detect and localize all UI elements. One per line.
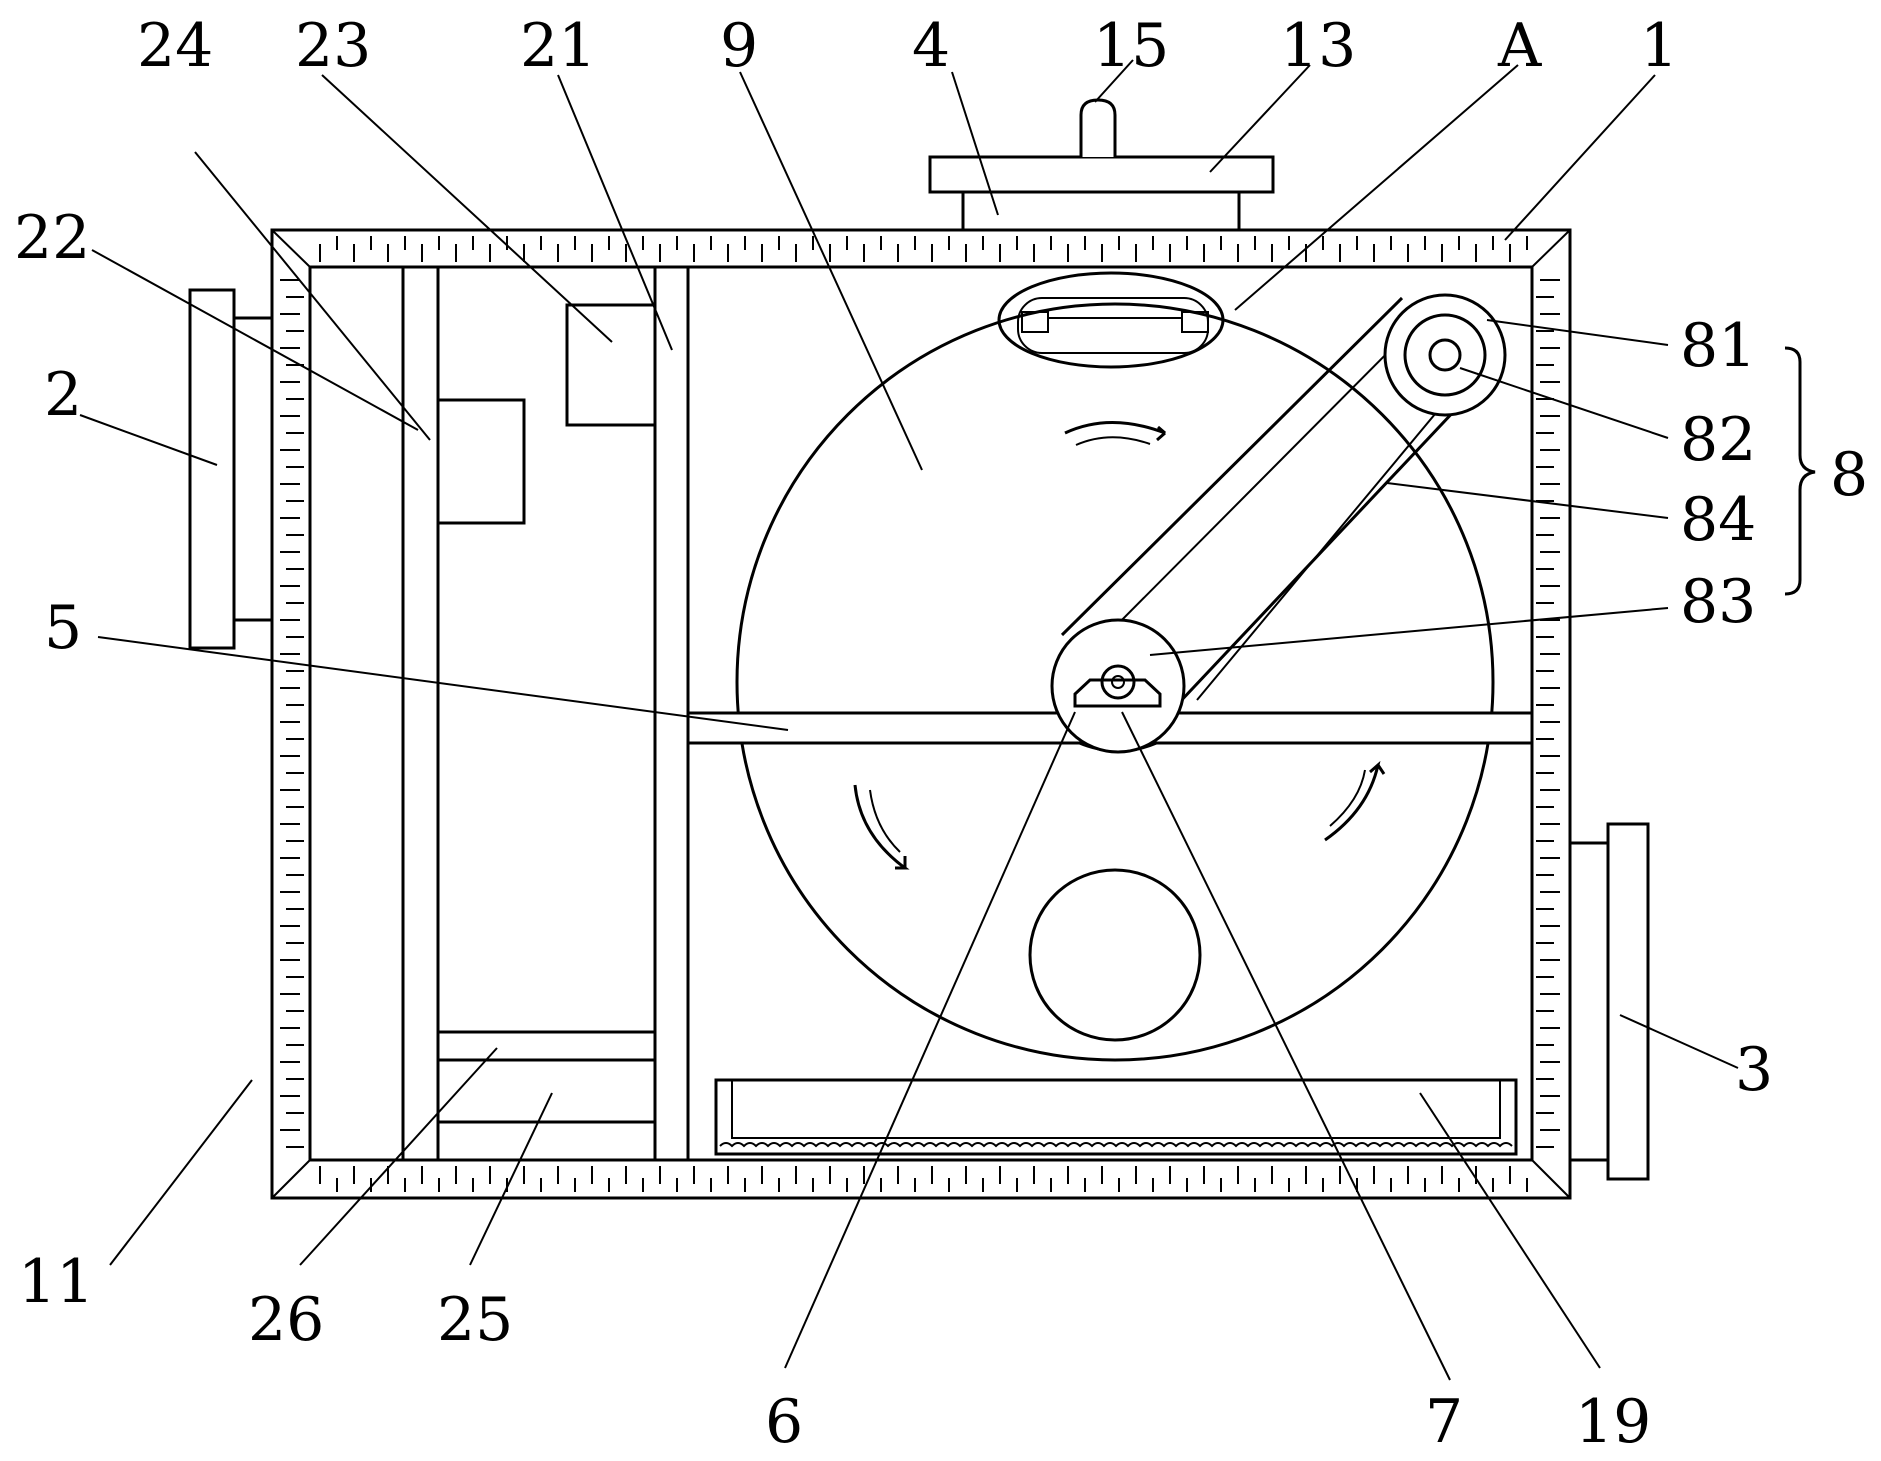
label-25: 25 [437, 1285, 513, 1355]
drum [735, 271, 1495, 1062]
label-24: 24 [137, 11, 213, 81]
label-9: 9 [720, 11, 758, 81]
label-2: 2 [44, 360, 82, 430]
label-3: 3 [1735, 1035, 1773, 1105]
left-side-panel [188, 288, 274, 650]
label-81: 81 [1680, 311, 1756, 381]
label-7: 7 [1425, 1387, 1463, 1457]
label-22: 22 [14, 203, 90, 273]
label-83: 83 [1680, 567, 1756, 637]
left-compartment [401, 267, 690, 1160]
label-21: 21 [520, 11, 596, 81]
top-inlet-assembly [928, 98, 1275, 232]
callout-labels: 24 23 21 9 4 15 13 A 1 22 2 81 82 84 8 8… [14, 11, 1868, 1457]
leader-lines [79, 59, 1816, 1381]
label-4: 4 [912, 11, 950, 81]
belt-drive [1050, 293, 1507, 754]
right-side-panel [1568, 822, 1650, 1181]
wall-hatch-left [280, 279, 304, 1148]
label-1: 1 [1640, 11, 1678, 81]
label-8: 8 [1830, 440, 1868, 510]
label-13: 13 [1280, 11, 1356, 81]
wall-hatch-bottom [319, 1166, 1528, 1192]
label-19: 19 [1575, 1387, 1651, 1457]
label-23: 23 [295, 11, 371, 81]
housing [270, 228, 1572, 1200]
label-15: 15 [1093, 11, 1169, 81]
wall-hatch-right [1536, 279, 1560, 1148]
label-A: A [1497, 11, 1542, 81]
wall-hatch-top [319, 236, 1528, 262]
label-84: 84 [1680, 485, 1756, 555]
label-82: 82 [1680, 405, 1756, 475]
label-26: 26 [248, 1285, 324, 1355]
bottom-tray [714, 1078, 1518, 1156]
label-6: 6 [765, 1387, 803, 1457]
label-11: 11 [18, 1247, 94, 1317]
label-5: 5 [44, 593, 82, 663]
